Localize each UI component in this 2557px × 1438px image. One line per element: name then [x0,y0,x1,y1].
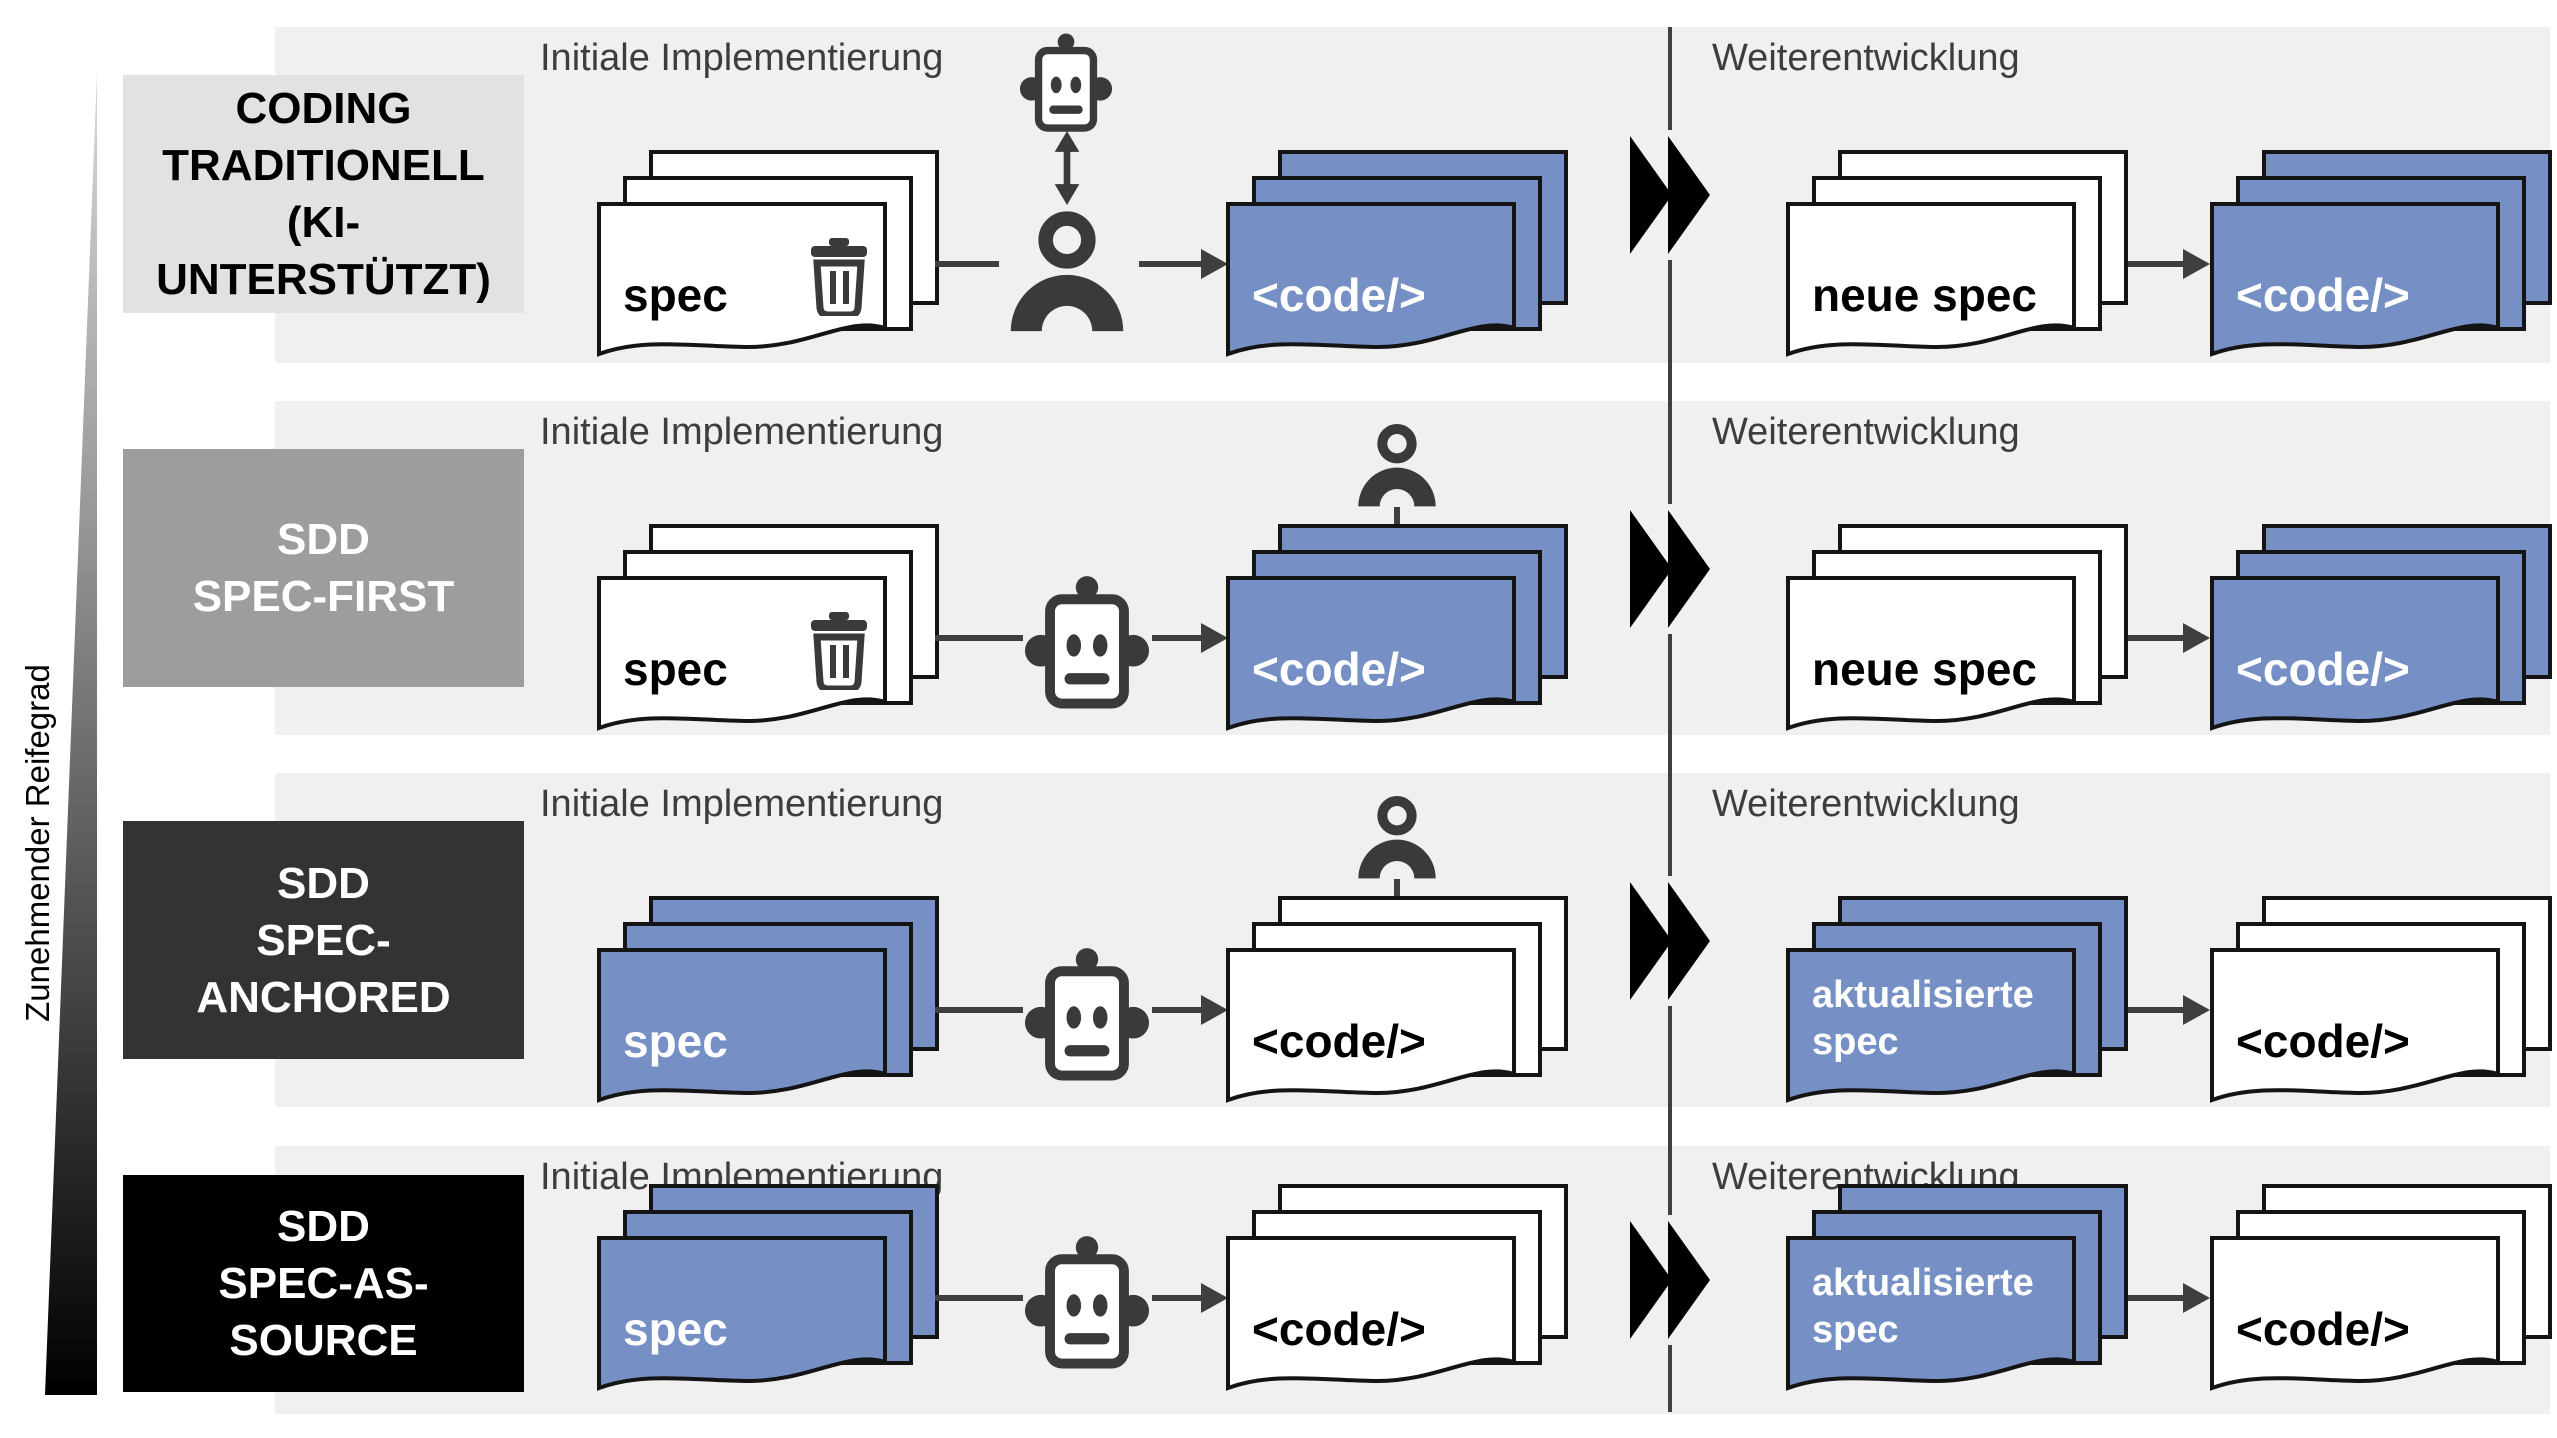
connector-spec-to-robot [935,1007,1023,1013]
code-doc-stack: <code/> [2210,524,2552,731]
row-label-line: (KI- [286,198,361,247]
arrowhead-icon [1201,1283,1228,1313]
doc-label-code: <code/> [1252,1303,1426,1355]
arrow-robot-to-code [1152,1007,1202,1013]
doc-label-spec: spec [623,1015,728,1067]
arrow-person-to-code [1394,879,1400,897]
row-band-sdd-spec-first: SDD SPEC-FIRST Initiale Implementierung … [123,401,2552,735]
row-label-sdd-spec-as-source: SDD SPEC-AS- SOURCE [123,1175,524,1392]
row-label-line: SOURCE [229,1316,418,1365]
trash-icon [809,612,869,690]
arrowhead-icon [2183,623,2210,653]
phase-header-initial: Initiale Implementierung [540,411,944,453]
trash-icon [809,238,869,316]
row-label-line: SDD [277,1202,370,1251]
arrowhead-icon [2183,249,2210,279]
row-band-sdd-spec-anchored: SDD SPEC- ANCHORED Initiale Implementier… [123,773,2552,1107]
double-arrow-icon [1054,131,1080,205]
arrow-person-to-code [1394,507,1400,525]
phase-header-initial: Initiale Implementierung [540,37,944,79]
arrow-spec-to-code [2128,261,2184,267]
robot-icon [1021,1230,1153,1369]
row-label-line: SDD [277,515,370,564]
row-label-sdd-spec-anchored: SDD SPEC- ANCHORED [123,821,524,1059]
connector-spec-to-actor [935,261,999,267]
row-label-line: ANCHORED [196,972,451,1022]
doc-label-aktualisierte-spec: aktualisierte spec [1812,1262,2034,1351]
doc-label-code: <code/> [2236,643,2410,695]
spec-doc-stack: spec [597,524,939,731]
arrow-spec-to-code [2128,1007,2184,1013]
doc-label-spec: spec [623,269,728,321]
doc-label-code: <code/> [2236,269,2410,321]
row-label-line: SPEC- [256,915,391,965]
arrowhead-icon [1201,995,1228,1025]
code-doc-stack: <code/> [1226,1184,1568,1391]
spec-doc-stack: spec [597,1184,939,1391]
phase-header-evolution: Weiterentwicklung [1712,37,2020,79]
doc-label-code: <code/> [1252,269,1426,321]
connector-spec-to-robot [935,1295,1023,1301]
code-doc-stack: <code/> [2210,896,2552,1103]
robot-icon [1017,29,1115,132]
phase-divider-line [1668,27,1672,1412]
code-doc-stack: <code/> [2210,1184,2552,1391]
arrowhead-icon [1201,249,1228,279]
arrow-robot-to-code [1152,635,1202,641]
aktualisierte-spec-doc-stack: aktualisierte spec [1786,896,2128,1103]
arrowhead-icon [2183,1283,2210,1313]
maturity-axis-label: Zunehmender Reifegrad [19,664,56,1022]
doc-label-code: <code/> [2236,1015,2410,1067]
arrow-robot-to-code [1152,1295,1202,1301]
row-label-coding-traditionell: CODING TRADITIONELL (KI- UNTERSTÜTZT) [123,75,524,313]
spec-doc-stack: spec [597,150,939,357]
row-band-sdd-spec-as-source: SDD SPEC-AS- SOURCE Initiale Implementie… [123,1146,2552,1414]
doc-label-code: <code/> [1252,643,1426,695]
phase-header-initial: Initiale Implementierung [540,783,944,825]
doc-label-code: <code/> [1252,1015,1426,1067]
fast-forward-chevrons-icon [1615,876,1725,1006]
person-icon [1349,421,1445,509]
row-label-line: CODING [235,84,412,133]
doc-label-neue-spec: neue spec [1812,643,2037,695]
doc-label-code: <code/> [2236,1303,2410,1355]
spec-doc-stack: spec [597,896,939,1103]
arrow-spec-to-code [2128,1295,2184,1301]
row-label-sdd-spec-first: SDD SPEC-FIRST [123,449,524,687]
row-band-coding-traditionell: CODING TRADITIONELL (KI- UNTERSTÜTZT) In… [123,27,2552,363]
row-label-line: SPEC-FIRST [192,572,455,621]
person-icon [998,207,1136,335]
code-doc-stack: <code/> [1226,150,1568,357]
code-doc-stack: <code/> [1226,896,1568,1103]
fast-forward-chevrons-icon [1615,130,1725,260]
row-label-line: SPEC-AS- [218,1259,429,1308]
aktualisierte-spec-doc-stack: aktualisierte spec [1786,1184,2128,1391]
arrowhead-icon [2183,995,2210,1025]
doc-label-neue-spec: neue spec [1812,269,2037,321]
phase-header-evolution: Weiterentwicklung [1712,411,2020,453]
doc-label-aktualisierte-spec: aktualisierte spec [1812,974,2034,1063]
row-label-line: SDD [277,858,370,908]
arrow-spec-to-code [2128,635,2184,641]
doc-label-spec: spec [623,643,728,695]
code-doc-stack: <code/> [2210,150,2552,357]
doc-label-spec: spec [623,1303,728,1355]
neue-spec-doc-stack: neue spec [1786,150,2128,357]
code-doc-stack: <code/> [1226,524,1568,731]
neue-spec-doc-stack: neue spec [1786,524,2128,731]
arrow-actor-to-code [1139,261,1202,267]
row-label-line: UNTERSTÜTZT) [156,255,491,304]
connector-spec-to-robot [935,635,1023,641]
row-label-line: TRADITIONELL [162,141,485,190]
fast-forward-chevrons-icon [1615,504,1725,634]
phase-header-evolution: Weiterentwicklung [1712,783,2020,825]
robot-icon [1021,570,1153,709]
arrowhead-icon [1201,623,1228,653]
fast-forward-chevrons-icon [1615,1215,1725,1345]
person-icon [1349,793,1445,881]
robot-icon [1021,942,1153,1081]
